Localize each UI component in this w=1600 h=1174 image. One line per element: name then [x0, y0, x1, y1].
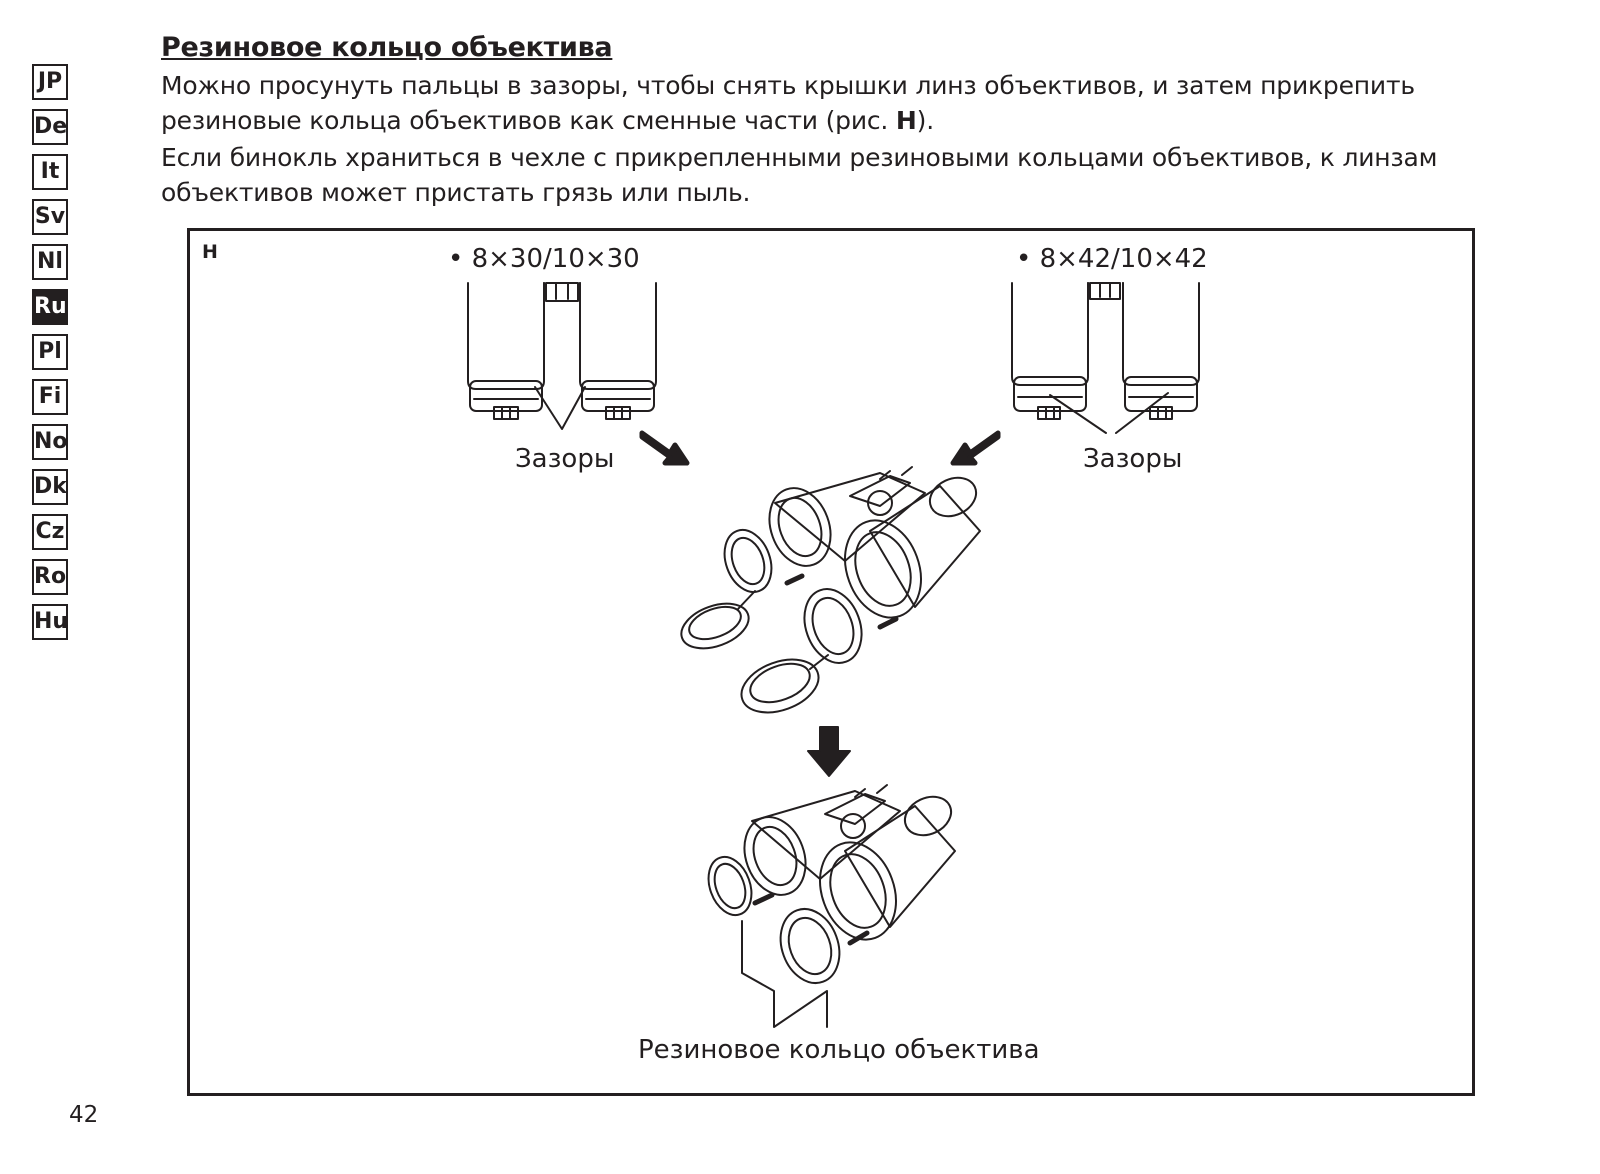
- lang-tab-fi[interactable]: Fi: [32, 379, 68, 415]
- binoculars-illustration: [467, 282, 1200, 1028]
- gap-leader-lines-left: [534, 386, 586, 430]
- gaps-label-right: Зазоры: [1083, 444, 1183, 474]
- lang-tab-de[interactable]: De: [32, 109, 68, 145]
- lang-tab-jp[interactable]: JP: [32, 64, 68, 100]
- ring-leader-lines: [741, 920, 828, 1028]
- page-number: 42: [69, 1102, 99, 1128]
- rubber-ring-label: Резиновое кольцо объектива: [638, 1035, 1040, 1065]
- gap-leader-lines-right: [1049, 392, 1169, 434]
- arrow-down-left-icon: [950, 430, 1001, 466]
- binoculars-with-rubber-rings: [707, 784, 956, 984]
- gaps-label-left: Зазоры: [515, 444, 615, 474]
- lang-tab-ro[interactable]: Ro: [32, 559, 68, 595]
- lang-tab-it[interactable]: It: [32, 154, 68, 190]
- arrow-down-icon: [807, 726, 851, 777]
- lang-tab-hu[interactable]: Hu: [32, 604, 68, 640]
- paragraph-storage-note: Если бинокль храниться в чехле с прикреп…: [161, 143, 1438, 207]
- model-label-small: • 8×30/10×30: [448, 244, 640, 274]
- paragraph-remove-caps: Можно просунуть пальцы в зазоры, чтобы с…: [161, 68, 1491, 138]
- paragraph-text-end: ).: [916, 106, 935, 135]
- binoculars-with-lens-caps: [680, 466, 981, 714]
- figure-letter: H: [202, 241, 218, 263]
- lang-tab-cz[interactable]: Cz: [32, 514, 68, 550]
- section-heading: Резиновое кольцо объектива: [161, 32, 613, 63]
- arrow-down-right-icon: [639, 430, 690, 466]
- lang-tab-pl[interactable]: Pl: [32, 334, 68, 370]
- lang-tab-sv[interactable]: Sv: [32, 199, 68, 235]
- binoculars-top-view-large: [1011, 282, 1200, 420]
- language-tabs: JP De It Sv Nl Ru Pl Fi No Dk Cz Ro Hu: [32, 64, 72, 649]
- paragraph-text: Можно просунуть пальцы в зазоры, чтобы с…: [161, 71, 1415, 135]
- lang-tab-ru[interactable]: Ru: [32, 289, 68, 325]
- binoculars-top-view-small: [467, 282, 657, 420]
- lang-tab-dk[interactable]: Dk: [32, 469, 68, 505]
- lang-tab-nl[interactable]: Nl: [32, 244, 68, 280]
- figure-h: H • 8×30/10×30 • 8×42/10×42 Зазоры Зазор…: [187, 228, 1475, 1096]
- lang-tab-no[interactable]: No: [32, 424, 68, 460]
- figure-reference: H: [895, 106, 917, 135]
- model-label-large: • 8×42/10×42: [1016, 244, 1208, 274]
